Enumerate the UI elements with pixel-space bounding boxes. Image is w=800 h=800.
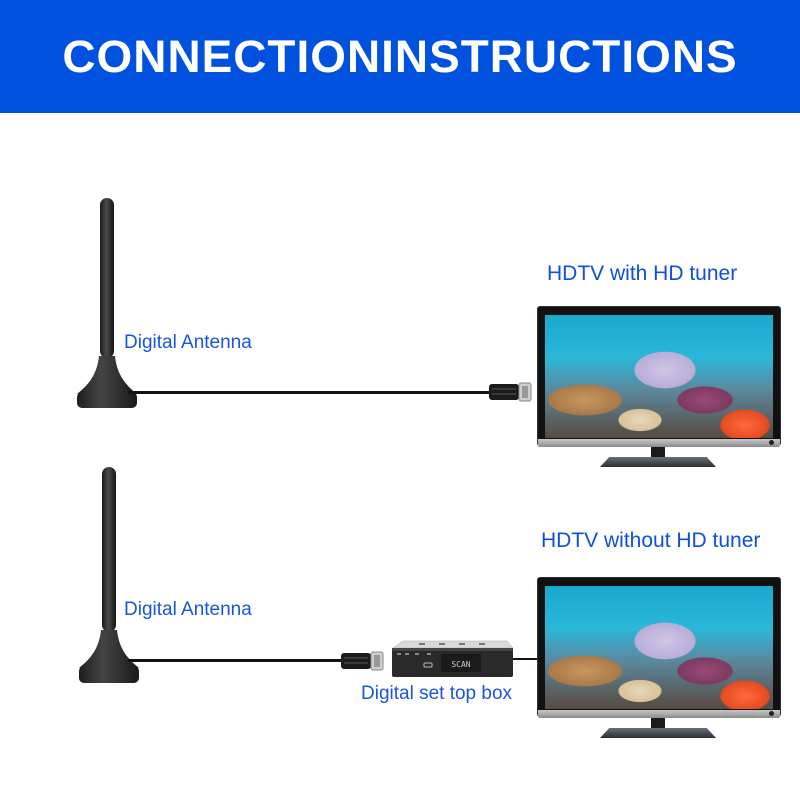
tv-icon bbox=[538, 307, 780, 473]
tv-label: HDTV without HD tuner bbox=[541, 529, 761, 552]
coaxial-connector-icon bbox=[341, 651, 384, 671]
coaxial-connector-icon bbox=[489, 382, 532, 402]
tv-icon bbox=[538, 578, 780, 744]
tv-stand-neck bbox=[651, 447, 665, 459]
antenna-icon bbox=[79, 467, 139, 683]
antenna-icon bbox=[77, 198, 137, 408]
tv-screen bbox=[545, 586, 773, 709]
tv-power-button bbox=[769, 711, 774, 716]
hdmi-cable bbox=[513, 658, 540, 660]
tv-bezel bbox=[538, 710, 780, 718]
tv-stand bbox=[600, 728, 716, 738]
tv-power-button bbox=[769, 440, 774, 445]
set-top-box-label: Digital set top box bbox=[361, 683, 513, 704]
tv-bezel bbox=[538, 439, 780, 447]
header-banner: CONNECTIONINSTRUCTIONS bbox=[0, 0, 800, 113]
set-top-box-display: SCAN bbox=[451, 660, 470, 669]
set-top-box-icon: SCAN bbox=[392, 640, 514, 677]
tv-stand-neck bbox=[651, 718, 665, 730]
tv-label: HDTV with HD tuner bbox=[547, 262, 738, 285]
antenna-label: Digital Antenna bbox=[124, 332, 252, 353]
antenna-label: Digital Antenna bbox=[124, 599, 252, 620]
tv-screen bbox=[545, 315, 773, 438]
page-title: CONNECTIONINSTRUCTIONS bbox=[62, 30, 738, 82]
tv-stand bbox=[600, 457, 716, 467]
coaxial-cable bbox=[128, 659, 348, 662]
coaxial-cable bbox=[128, 391, 493, 394]
